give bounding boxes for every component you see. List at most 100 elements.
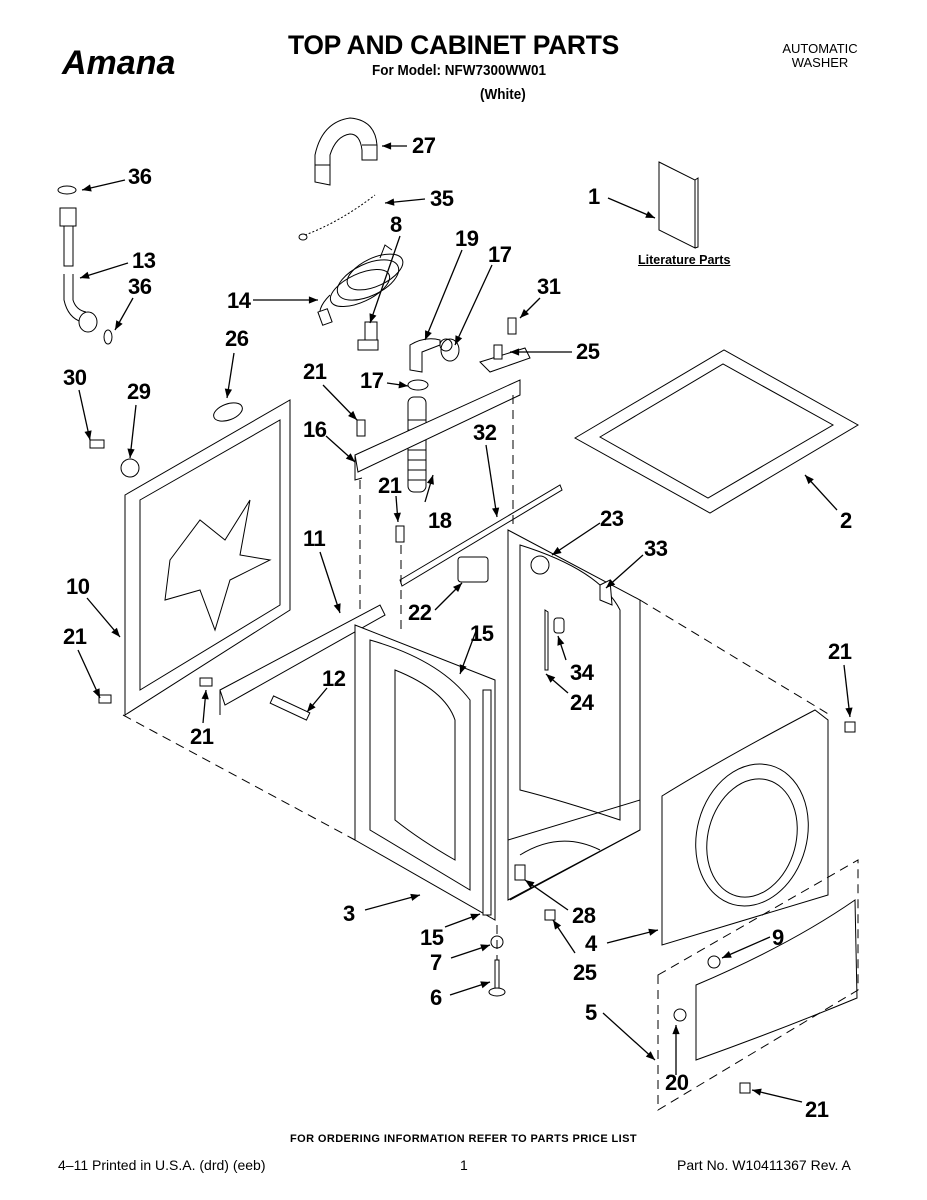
part-1-literature bbox=[658, 161, 699, 249]
part-36-washer-lower bbox=[103, 329, 113, 345]
callout-23: 23 bbox=[600, 506, 624, 531]
page-number: 1 bbox=[460, 1157, 468, 1173]
callout-24: 24 bbox=[570, 690, 594, 715]
callout-13: 13 bbox=[132, 248, 156, 273]
callout-5: 5 bbox=[585, 1000, 597, 1025]
callout-8: 8 bbox=[390, 212, 402, 237]
callout-22: 22 bbox=[408, 600, 432, 625]
part-34-plug bbox=[553, 617, 565, 634]
part-17-clamp-lower bbox=[407, 379, 429, 391]
part-5-toe-panel bbox=[657, 859, 859, 1111]
doc-type-line1: AUTOMATIC bbox=[782, 41, 858, 56]
leader-arrows bbox=[77, 142, 853, 1103]
base-frame bbox=[507, 799, 641, 901]
callout-2: 2 bbox=[840, 508, 852, 533]
part-31-screw bbox=[507, 317, 517, 335]
callout-21: 21 bbox=[303, 359, 327, 384]
callout-21: 21 bbox=[190, 724, 214, 749]
callout-4: 4 bbox=[585, 931, 597, 956]
callout-30: 30 bbox=[63, 365, 87, 390]
part-6-leg bbox=[488, 959, 506, 997]
part-3-side-panel bbox=[354, 624, 496, 921]
callout-34: 34 bbox=[570, 660, 594, 685]
amana-logo: Amana bbox=[61, 44, 175, 82]
callout-27: 27 bbox=[412, 133, 436, 158]
part-24-tube bbox=[544, 609, 549, 671]
part-25-screw bbox=[493, 344, 503, 360]
callout-12: 12 bbox=[322, 666, 346, 691]
part-21-screw-mid bbox=[395, 525, 405, 543]
callout-25: 25 bbox=[576, 339, 600, 364]
part-23-pressure-switch bbox=[530, 555, 550, 575]
part-21-screw-rail bbox=[199, 677, 213, 687]
callout-10: 10 bbox=[66, 574, 90, 599]
part-26-grommet bbox=[213, 402, 243, 422]
document-type: AUTOMATIC WASHER bbox=[775, 42, 865, 70]
callout-18: 18 bbox=[428, 508, 452, 533]
part-25-screw-base bbox=[544, 909, 556, 921]
callout-15: 15 bbox=[420, 925, 444, 950]
callout-9: 9 bbox=[772, 925, 784, 950]
color-line: (White) bbox=[480, 86, 526, 103]
assembly-line bbox=[639, 599, 831, 716]
callout-17: 17 bbox=[360, 368, 384, 393]
part-13-inlet-hose bbox=[59, 207, 98, 333]
callout-36: 36 bbox=[128, 164, 152, 189]
part-2-top bbox=[573, 349, 860, 514]
literature-parts-label: Literature Parts bbox=[638, 253, 731, 267]
part-9-clip bbox=[707, 955, 721, 969]
callout-31: 31 bbox=[537, 274, 561, 299]
callout-21: 21 bbox=[828, 639, 852, 664]
callout-7: 7 bbox=[430, 950, 442, 975]
callout-21: 21 bbox=[805, 1097, 829, 1122]
part-36-washer-upper bbox=[57, 185, 77, 195]
part-22-switch bbox=[457, 556, 489, 583]
callout-35: 35 bbox=[430, 186, 454, 211]
callout-36: 36 bbox=[128, 274, 152, 299]
part-19-elbow bbox=[409, 338, 453, 373]
doc-type-line2: WASHER bbox=[791, 55, 849, 70]
callout-33: 33 bbox=[644, 536, 668, 561]
callout-6: 6 bbox=[430, 985, 442, 1010]
ordering-note: FOR ORDERING INFORMATION REFER TO PARTS … bbox=[290, 1133, 637, 1145]
right-side-panel bbox=[507, 529, 641, 901]
logo-text: Amana bbox=[61, 44, 175, 82]
callout-1: 1 bbox=[588, 184, 600, 209]
callout-17: 17 bbox=[488, 242, 512, 267]
part-21-screw-bottom bbox=[739, 1082, 751, 1094]
part-15-trim-strip bbox=[482, 689, 492, 916]
model-line: For Model: NFW7300WW01 bbox=[372, 62, 547, 79]
callout-16: 16 bbox=[303, 417, 327, 442]
part-4-front-panel bbox=[661, 709, 829, 946]
callout-14: 14 bbox=[227, 288, 251, 313]
callout-25: 25 bbox=[573, 960, 597, 985]
part-8-bracket bbox=[357, 321, 379, 351]
print-info: 4–11 Printed in U.S.A. (drd) (eeb) bbox=[58, 1157, 266, 1173]
callout-19: 19 bbox=[455, 226, 479, 251]
callout-20: 20 bbox=[665, 1070, 689, 1095]
callout-29: 29 bbox=[127, 379, 151, 404]
part-11-side-rail bbox=[219, 604, 386, 715]
part-10-rear-panel bbox=[124, 399, 291, 716]
part-27-hose-hanger bbox=[314, 117, 378, 186]
callout-15: 15 bbox=[470, 621, 494, 646]
part-14-power-cord bbox=[317, 244, 404, 326]
part-29-clip bbox=[120, 458, 140, 478]
part-12-hinge bbox=[269, 695, 311, 721]
part-21-screw-left bbox=[98, 694, 112, 704]
callout-21: 21 bbox=[378, 473, 402, 498]
part-20-plug bbox=[673, 1008, 687, 1022]
part-number: Part No. W10411367 Rev. A bbox=[677, 1157, 851, 1173]
part-21-screw-right bbox=[844, 721, 856, 733]
part-35-cable-tie bbox=[298, 194, 376, 241]
callout-32: 32 bbox=[473, 420, 497, 445]
callout-11: 11 bbox=[303, 526, 326, 551]
part-17-clamp bbox=[440, 338, 460, 362]
assembly-line bbox=[122, 714, 356, 841]
part-21-screw-upper bbox=[356, 419, 366, 437]
callout-21: 21 bbox=[63, 624, 87, 649]
callout-26: 26 bbox=[225, 326, 249, 351]
part-30-screw bbox=[89, 439, 105, 449]
page-title: TOP AND CABINET PARTS bbox=[288, 30, 619, 60]
